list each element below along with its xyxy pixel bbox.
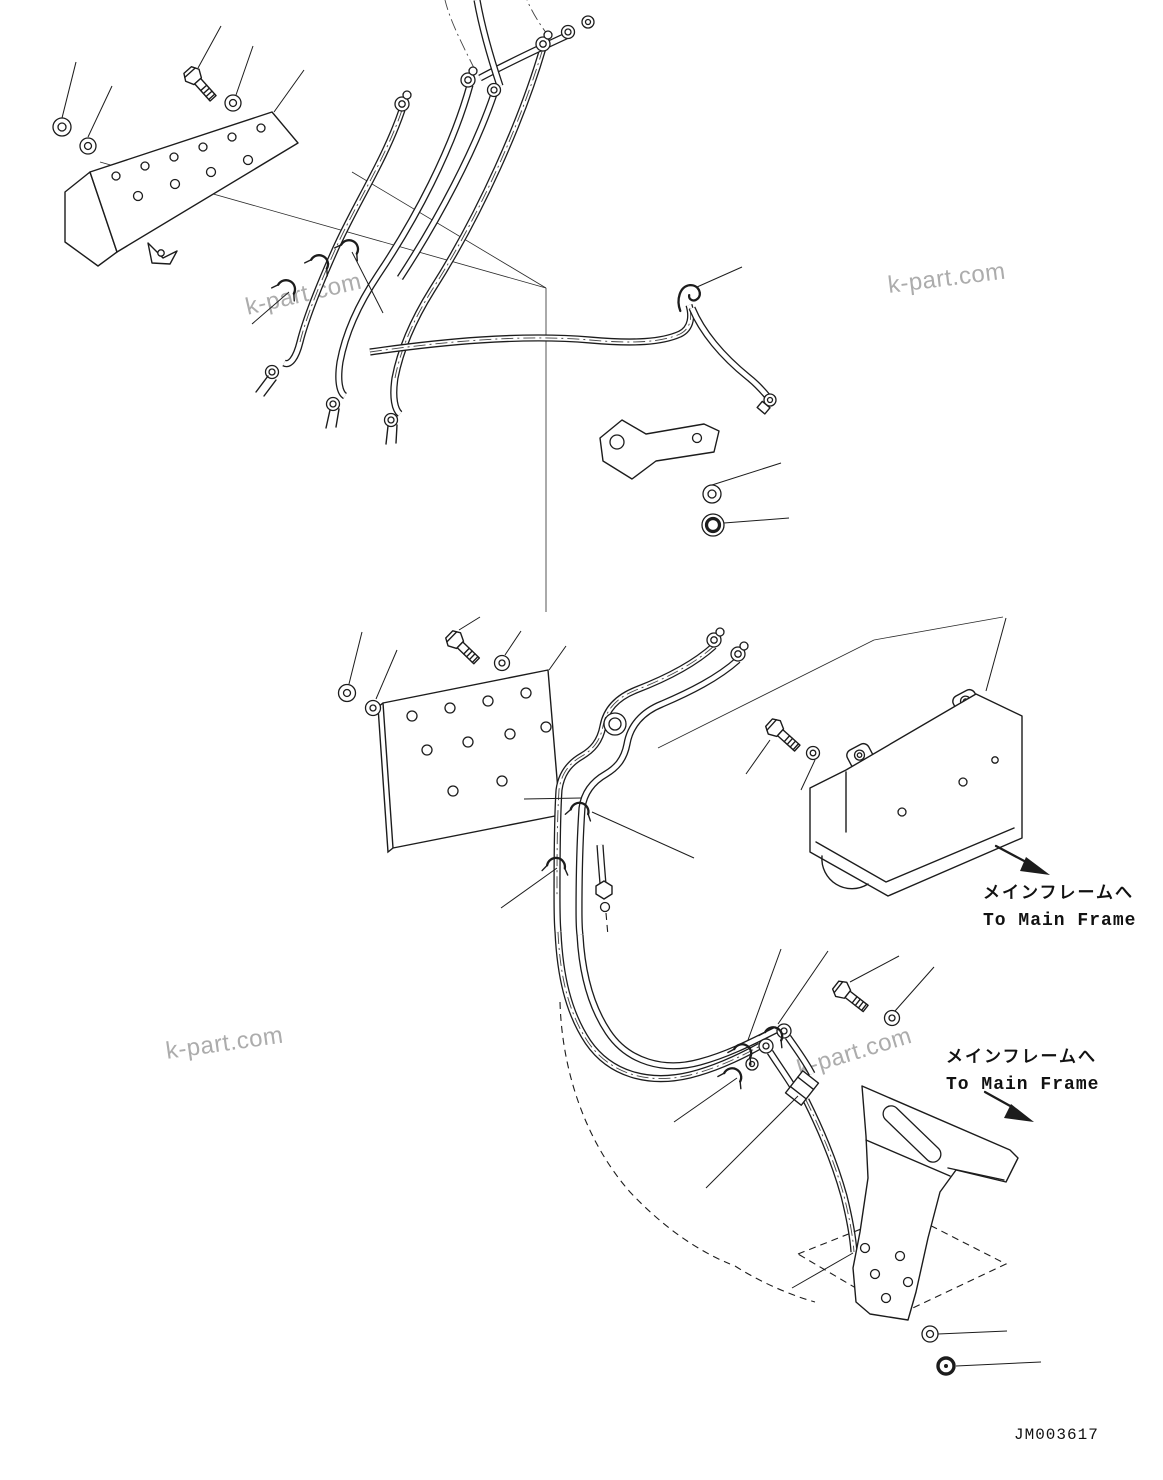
elbow-fitting xyxy=(255,364,399,445)
tube-clamp xyxy=(717,1067,743,1090)
hose-fitting xyxy=(756,393,777,415)
push-nut xyxy=(936,1356,956,1376)
cover-bracket-assembly xyxy=(745,617,1050,897)
middle-hose-assembly xyxy=(337,616,749,937)
hex-bolt xyxy=(445,630,481,665)
to-main-frame-label: メインフレームへ To Main Frame xyxy=(946,1042,1099,1095)
leader-lines xyxy=(791,1252,1042,1367)
washer xyxy=(805,745,821,761)
hex-bolt xyxy=(831,980,869,1013)
tube-clamp xyxy=(304,254,330,277)
washer xyxy=(921,1325,939,1343)
to-main-frame-label-en: To Main Frame xyxy=(946,1075,1100,1095)
tube-clamp xyxy=(541,856,569,876)
hex-fitting xyxy=(595,880,613,937)
upper-mounting-plate xyxy=(64,111,299,267)
tube-clamp xyxy=(727,1043,753,1066)
to-main-frame-label-jp: メインフレームへ xyxy=(983,883,1134,903)
tube-clamp xyxy=(334,239,360,262)
lower-hose-assembly xyxy=(554,931,1042,1376)
grommet xyxy=(701,513,725,537)
hose-fitting xyxy=(394,15,595,112)
hex-bolt xyxy=(183,66,217,102)
leader-lines xyxy=(348,616,695,909)
to-main-frame-label-jp: メインフレームへ xyxy=(946,1047,1097,1067)
drawing-number: JM003617 xyxy=(1014,1426,1099,1444)
clamp-bar xyxy=(599,419,720,480)
lower-support-bracket xyxy=(796,1085,1019,1321)
hex-bolt xyxy=(765,718,801,752)
to-main-frame-arrow xyxy=(994,844,1050,875)
u-clip xyxy=(677,284,701,313)
leader-lines xyxy=(745,617,1007,791)
leader-lines xyxy=(673,948,935,1189)
tube-clamp xyxy=(564,801,592,822)
to-main-frame-label-en: To Main Frame xyxy=(983,911,1137,931)
to-main-frame-label: メインフレームへ To Main Frame xyxy=(983,878,1136,931)
tube-clamp xyxy=(758,1026,784,1049)
washer xyxy=(52,94,722,504)
tube-clamp xyxy=(271,279,297,302)
leader-lines xyxy=(61,25,790,524)
to-main-frame-arrow xyxy=(983,1090,1034,1122)
middle-mounting-plate xyxy=(377,669,561,854)
cover-bracket xyxy=(809,693,1023,897)
hose-fitting xyxy=(603,627,749,736)
hex-block-fitting xyxy=(784,1070,820,1106)
washer xyxy=(883,1009,901,1027)
upper-hose-assembly xyxy=(52,0,790,537)
washer xyxy=(337,654,511,717)
projection-lines xyxy=(99,161,1004,749)
